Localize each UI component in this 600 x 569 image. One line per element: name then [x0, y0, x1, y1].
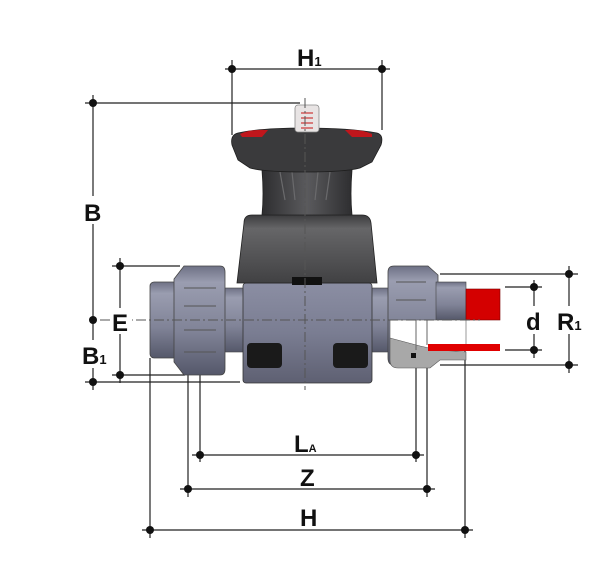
- right-end-connector: [435, 281, 467, 321]
- label-b: B: [84, 200, 101, 227]
- dimension-dots: [89, 65, 573, 534]
- valve-illustration: [149, 104, 501, 384]
- label-la: LA: [294, 431, 317, 458]
- label-b1: B1: [82, 343, 107, 370]
- right-bolt: [333, 343, 368, 368]
- label-d: d: [526, 309, 541, 336]
- label-h: H: [300, 505, 317, 532]
- pipe-section-red: [465, 288, 501, 321]
- label-h1: H1: [297, 45, 322, 72]
- label-r1: R1: [557, 309, 582, 336]
- valve-bonnet: [236, 214, 378, 284]
- extension-lines: [85, 60, 578, 538]
- label-z: Z: [300, 465, 315, 492]
- label-e: E: [112, 310, 128, 337]
- handwheel-stem: [261, 169, 353, 216]
- left-bolt: [247, 343, 282, 368]
